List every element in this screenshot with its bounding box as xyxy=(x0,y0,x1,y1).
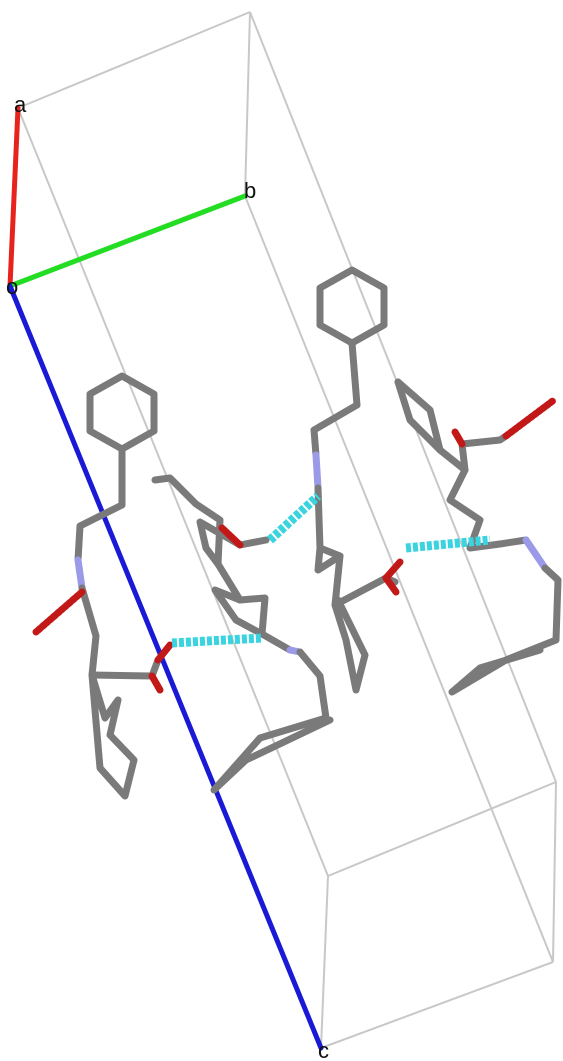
molecule-3 xyxy=(310,266,404,694)
carbon-chain xyxy=(78,584,138,800)
hydrogen-bond xyxy=(405,535,491,553)
molecule-4 xyxy=(394,378,562,696)
ester-oxygen-bond xyxy=(382,558,404,582)
axis-a-label: a xyxy=(14,92,27,117)
axis-b-label: b xyxy=(244,178,256,203)
carbon-chain xyxy=(151,474,294,654)
carbon-chain xyxy=(448,564,562,696)
cell-edge xyxy=(552,781,557,963)
carbonyl-bond xyxy=(148,672,164,694)
axis-c-line xyxy=(7,283,324,1051)
carbon-chain xyxy=(88,656,162,680)
molecule-2 xyxy=(151,474,334,794)
carbon-chain xyxy=(74,445,126,564)
carbon-chain xyxy=(458,432,510,474)
carbon-chain xyxy=(211,586,266,638)
carbon-chain xyxy=(394,378,444,454)
cell-edge xyxy=(244,11,251,197)
molecule-1 xyxy=(32,372,174,800)
cell-edge xyxy=(17,11,251,109)
cell-edge xyxy=(320,875,329,1049)
carbon-chain xyxy=(210,648,334,794)
origin-label: o xyxy=(6,274,18,299)
crystal-axes xyxy=(7,105,324,1051)
carbonyl-bond xyxy=(451,428,466,448)
phenyl-ring xyxy=(316,266,388,347)
oxygen-stub xyxy=(502,396,558,440)
cell-edge xyxy=(244,195,554,963)
unit-cell xyxy=(17,11,557,1049)
carbonyl-bond xyxy=(218,524,244,549)
n-bond xyxy=(312,451,322,492)
axis-a-line xyxy=(7,105,21,289)
carbon-chain xyxy=(394,378,530,552)
axis-b-line xyxy=(7,193,248,289)
phenyl-ring xyxy=(86,372,158,453)
cell-edge xyxy=(320,961,554,1049)
n-bond xyxy=(74,556,86,592)
carbon-chain xyxy=(310,339,361,459)
carbon-chain xyxy=(314,544,344,574)
n-bond xyxy=(522,536,549,572)
cell-edge xyxy=(327,781,557,877)
axis-c-label: c xyxy=(318,1038,329,1061)
hydrogen-bond xyxy=(171,633,263,648)
hydrogen-bond xyxy=(266,492,322,544)
hydrogen-bonds xyxy=(171,492,491,648)
oxygen-stub xyxy=(32,588,86,636)
carbon-chain xyxy=(196,518,270,568)
ester-oxygen-bond xyxy=(154,641,174,664)
